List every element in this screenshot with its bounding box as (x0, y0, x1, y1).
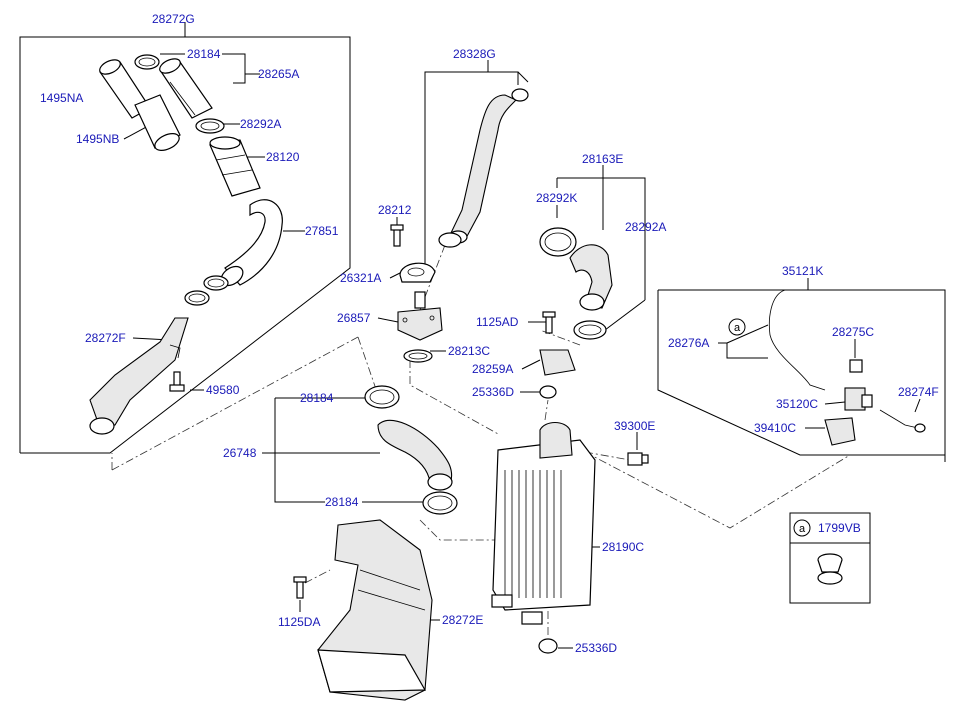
label-27851: 27851 (305, 224, 339, 238)
label-1799VB: 1799VB (818, 521, 861, 535)
label-28276A: 28276A (668, 336, 709, 350)
label-1495NA: 1495NA (40, 91, 83, 105)
pipe-28276A (768, 289, 826, 391)
bracket-28259A (539, 349, 576, 376)
label-1495NB: 1495NB (76, 132, 119, 146)
clamp-left-mid (184, 275, 229, 306)
duct-28272E (317, 519, 433, 701)
valve-35120C (844, 387, 873, 411)
label-28328G: 28328G (453, 47, 496, 61)
label-1125AD: 1125AD (476, 315, 519, 329)
label-28292A-right: 28292A (625, 220, 666, 234)
bolt-49580 (169, 371, 185, 392)
part-labels: 28272G 28184 28265A 1495NA 1495NB 28292A… (40, 12, 939, 655)
hose-28163E (569, 244, 613, 311)
dash-reference-lines (111, 244, 851, 635)
label-28190C: 28190C (602, 540, 644, 554)
group-box-35121K (657, 278, 946, 462)
label-28292A-left: 28292A (240, 117, 281, 131)
clamp-28292K (539, 227, 577, 257)
label-28184-top: 28184 (187, 47, 221, 61)
label-26748: 26748 (223, 446, 257, 460)
clamp-28292A-right (573, 320, 607, 340)
hose-28274F (879, 409, 926, 433)
label-1125DA: 1125DA (278, 615, 320, 629)
bolt-1125AD (542, 311, 556, 334)
intercooler-28190C (491, 421, 596, 625)
label-35120C: 35120C (776, 397, 818, 411)
hose-27851 (220, 199, 283, 287)
ref-circle-a-35121K: a (728, 318, 746, 336)
hose-28328G (448, 88, 529, 244)
label-28274F: 28274F (898, 385, 939, 399)
ref-a-label: a (734, 322, 741, 334)
hose-26748 (377, 419, 453, 491)
label-28272F: 28272F (85, 331, 126, 345)
ref-circle-a-1799VB: a (793, 519, 811, 537)
ref-a-label: a (799, 523, 806, 535)
label-25336D-top: 25336D (472, 385, 514, 399)
grommet-25336D-bottom (538, 638, 558, 654)
bolt-28212 (390, 224, 404, 247)
label-28184-upper: 28184 (300, 391, 334, 405)
pipe-28272F (89, 317, 189, 435)
sensor-39300E (627, 452, 649, 466)
label-28213C: 28213C (448, 344, 490, 358)
grommet-25336D-top (539, 385, 557, 399)
cap-26321A (399, 262, 436, 283)
label-26321A: 26321A (340, 271, 381, 285)
label-28259A: 28259A (472, 362, 513, 376)
label-28272E: 28272E (442, 613, 483, 627)
label-28275C: 28275C (832, 325, 874, 339)
bolt-1125DA (293, 576, 307, 599)
clamp-28292A-left (195, 118, 225, 134)
clip-1799VB (817, 553, 843, 585)
label-28212: 28212 (378, 203, 412, 217)
hose-28265A (159, 58, 213, 119)
clamp-28184-upper (364, 385, 400, 409)
clamp-28184-top (134, 54, 160, 70)
label-39410C: 39410C (754, 421, 796, 435)
group-box-28272G (19, 22, 351, 454)
connector-28120 (209, 136, 261, 197)
connector-28275C (849, 359, 863, 373)
label-28265A: 28265A (258, 67, 299, 81)
sleeve-1495NB (134, 94, 181, 151)
label-28272G: 28272G (152, 12, 195, 26)
housing-26857 (397, 291, 443, 341)
ring-28213C (403, 349, 433, 363)
clamp-28328G-bottom (438, 232, 462, 248)
ref-box-1799VB (789, 512, 871, 604)
label-28292K: 28292K (536, 191, 577, 205)
label-25336D-bottom: 25336D (575, 641, 617, 655)
clamp-28184-lower (422, 491, 458, 515)
label-39300E: 39300E (614, 419, 655, 433)
label-28120: 28120 (266, 150, 300, 164)
label-28163E: 28163E (582, 152, 623, 166)
label-49580: 49580 (206, 383, 240, 397)
label-26857: 26857 (337, 311, 371, 325)
label-28184-lower: 28184 (325, 495, 359, 509)
label-35121K: 35121K (782, 264, 823, 278)
bracket-39410C (824, 417, 856, 446)
